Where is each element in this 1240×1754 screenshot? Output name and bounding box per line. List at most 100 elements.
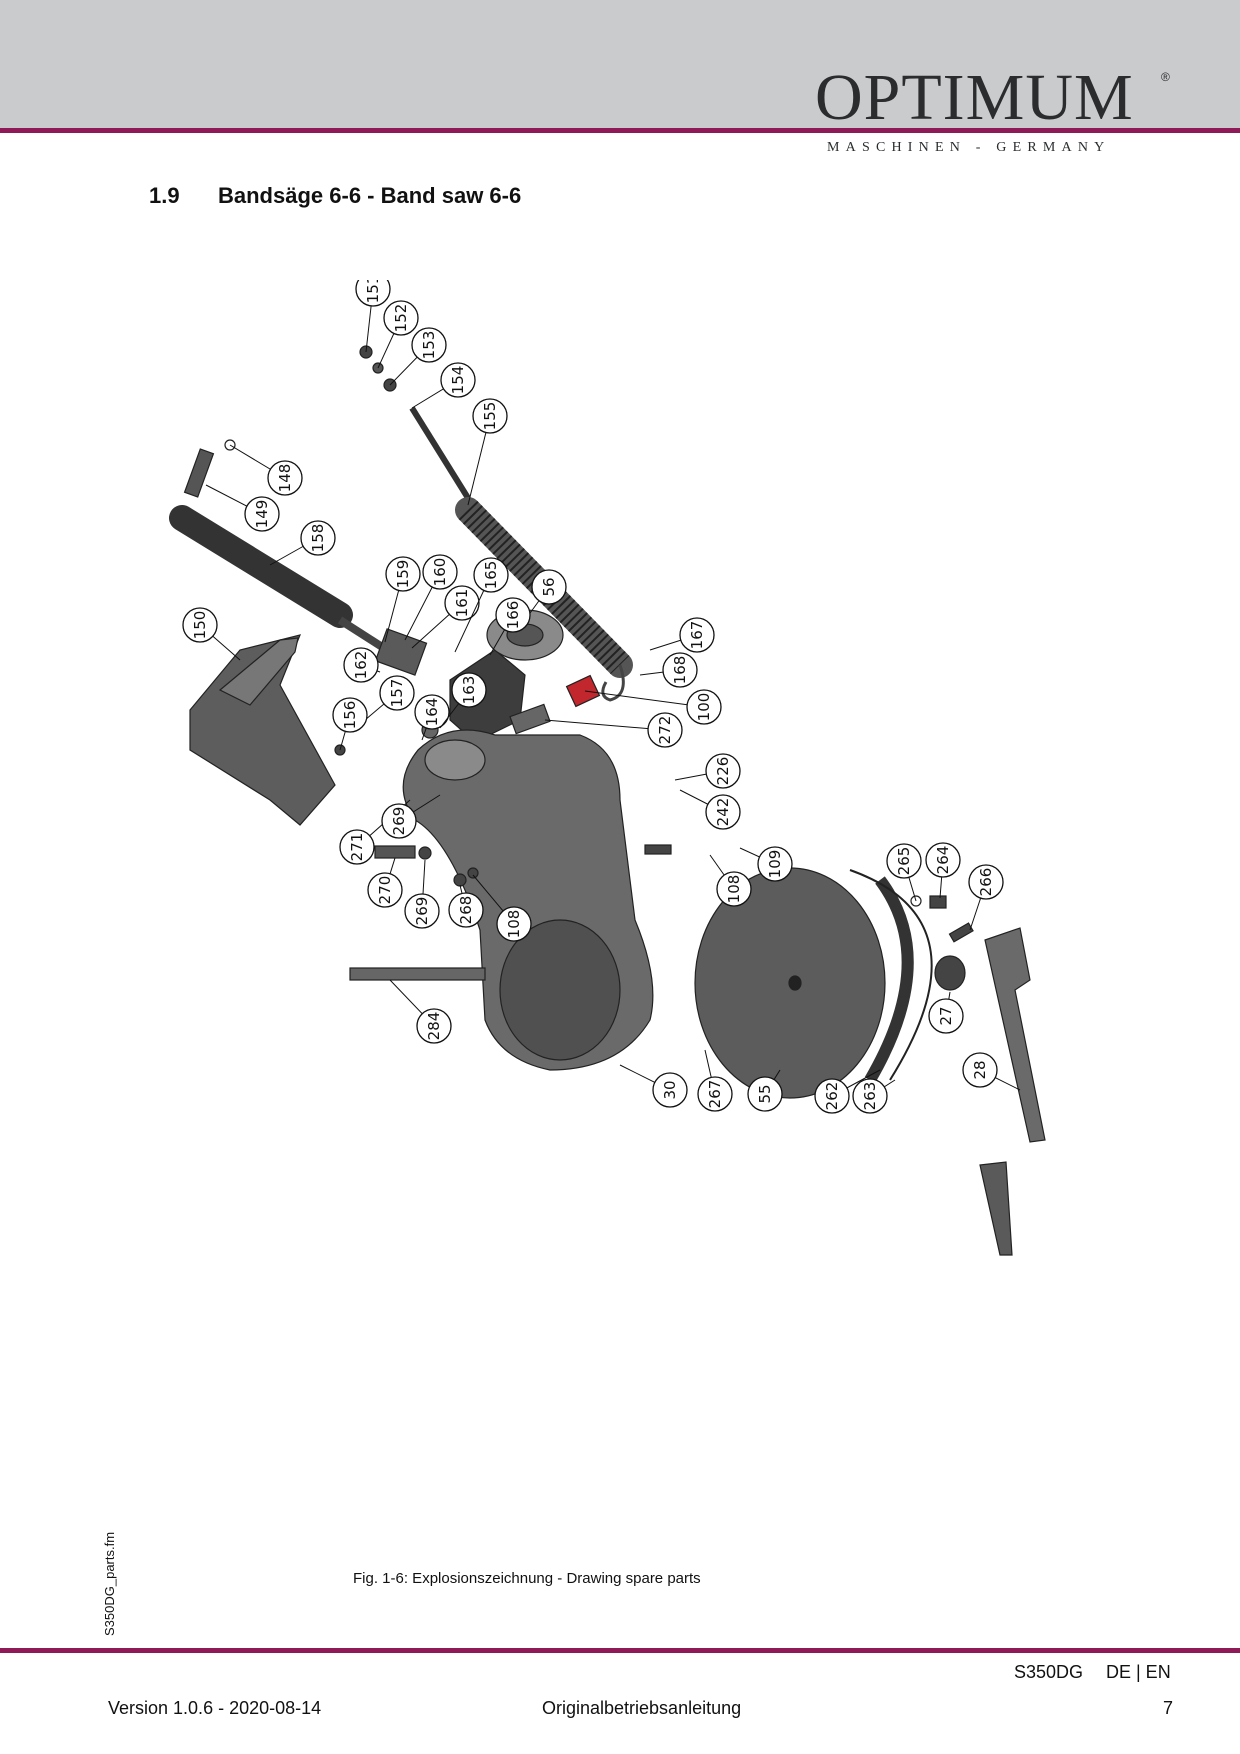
callout-154: 154: [411, 362, 476, 409]
callout-164: 164: [414, 694, 450, 741]
callout-27: 27: [928, 991, 964, 1034]
callout-166: 166: [489, 597, 531, 656]
part-arm-30-top-bore: [424, 739, 486, 781]
footer-model: S350DG: [1014, 1662, 1084, 1682]
callout-bubble: [496, 906, 532, 942]
part-number-label: 108: [505, 910, 523, 939]
part-number-label: 267: [706, 1080, 724, 1109]
part-number-label: 152: [392, 304, 410, 333]
callout-156: 156: [332, 697, 368, 751]
callout-bubble: [451, 672, 487, 708]
part-ring-148: [224, 439, 236, 451]
callout-bubble: [367, 872, 403, 908]
callout-leader-line: [584, 690, 705, 708]
part-shapes: [169, 345, 1046, 1256]
part-bolt-154: [409, 406, 471, 500]
part-nut-108: [467, 867, 479, 879]
part-number-label: 269: [413, 897, 431, 926]
section-title: Bandsäge 6-6 - Band saw 6-6: [218, 183, 522, 208]
callout-bubble: [414, 694, 450, 730]
callout-bubble: [962, 1052, 998, 1088]
callout-226: 226: [674, 753, 741, 789]
callout-bubble: [416, 1008, 452, 1044]
callout-bubble: [747, 1076, 783, 1112]
part-number-label: 149: [253, 500, 271, 529]
part-number-label: 109: [766, 850, 784, 879]
callout-159: 159: [384, 556, 421, 643]
part-switch-100: [565, 674, 601, 708]
callout-bubble: [925, 842, 961, 878]
callout-56: 56: [524, 569, 567, 621]
part-number-label: 157: [388, 679, 406, 708]
part-number-label: 226: [714, 757, 732, 786]
part-tire-262: [864, 876, 914, 1084]
logo-wordmark: OPTIMUM: [815, 61, 1134, 134]
part-bracket-272: [509, 703, 551, 735]
callout-151: 151: [355, 271, 391, 353]
part-number-label: 56: [540, 577, 558, 596]
callout-268: 268: [448, 884, 484, 928]
callout-269: 269: [381, 794, 441, 839]
callout-bubble: [705, 794, 741, 830]
callout-bubble: [852, 1078, 888, 1114]
part-number-label: 160: [431, 558, 449, 587]
callout-270: 270: [367, 857, 403, 908]
callout-bubble: [332, 697, 368, 733]
callout-55: 55: [747, 1069, 783, 1112]
part-number-label: 165: [482, 561, 500, 590]
part-number-label: 162: [352, 651, 370, 680]
callout-bubble: [757, 846, 793, 882]
part-number-label: 167: [688, 621, 706, 650]
callout-284: 284: [389, 979, 452, 1044]
part-number-label: 159: [394, 560, 412, 589]
callout-109: 109: [739, 846, 793, 882]
footer-version: Version 1.0.6 - 2020-08-14: [108, 1698, 322, 1718]
part-number-label: 161: [453, 589, 471, 618]
part-number-label: 264: [934, 846, 952, 875]
callout-bubble: [343, 647, 379, 683]
part-number-label: 154: [449, 366, 467, 395]
callout-155: 155: [467, 398, 508, 506]
callout-bubble: [440, 362, 476, 398]
callout-269: 269: [404, 859, 440, 929]
callout-160: 160: [404, 554, 458, 641]
callout-bubble: [472, 398, 508, 434]
callout-265: 265: [886, 843, 922, 902]
callout-bubble: [679, 617, 715, 653]
callout-162: 162: [343, 647, 381, 683]
callout-262: 262: [814, 1069, 881, 1114]
part-clevis-161: [374, 628, 428, 676]
callout-bubble: [411, 327, 447, 363]
callout-263: 263: [852, 1078, 896, 1114]
part-screw-270: [374, 845, 416, 859]
part-spring-hook-155: [601, 664, 625, 702]
callout-bubble: [716, 871, 752, 907]
part-number-label: 108: [725, 875, 743, 904]
callout-168: 168: [639, 652, 698, 688]
part-screw-266: [948, 922, 974, 943]
footer-document-type: Originalbetriebsanleitung: [542, 1698, 742, 1718]
part-number-label: 269: [390, 807, 408, 836]
part-number-label: 263: [861, 1082, 879, 1111]
callout-148: 148: [229, 444, 303, 496]
callout-108: 108: [709, 854, 752, 907]
part-screw-109: [644, 844, 672, 855]
callout-28: 28: [962, 1052, 1021, 1091]
part-number-label: 262: [823, 1082, 841, 1111]
callout-bubble: [385, 556, 421, 592]
callout-bubble: [662, 652, 698, 688]
callout-267: 267: [697, 1049, 733, 1112]
part-number-label: 164: [423, 698, 441, 727]
figure-caption: Fig. 1-6: Explosionszeichnung - Drawing …: [353, 1570, 701, 1587]
callout-bubble: [473, 557, 509, 593]
header-band: [0, 0, 1240, 128]
footer-page-number: 7: [1163, 1698, 1174, 1718]
part-ring-263: [849, 869, 933, 1081]
part-number-label: 168: [671, 656, 689, 685]
part-guide-arm-28: [984, 927, 1046, 1143]
part-number-label: 151: [364, 280, 382, 303]
part-number-label: 28: [971, 1060, 989, 1079]
callout-266: 266: [968, 864, 1004, 931]
callout-bubble: [381, 803, 417, 839]
callout-bubble: [383, 300, 419, 336]
